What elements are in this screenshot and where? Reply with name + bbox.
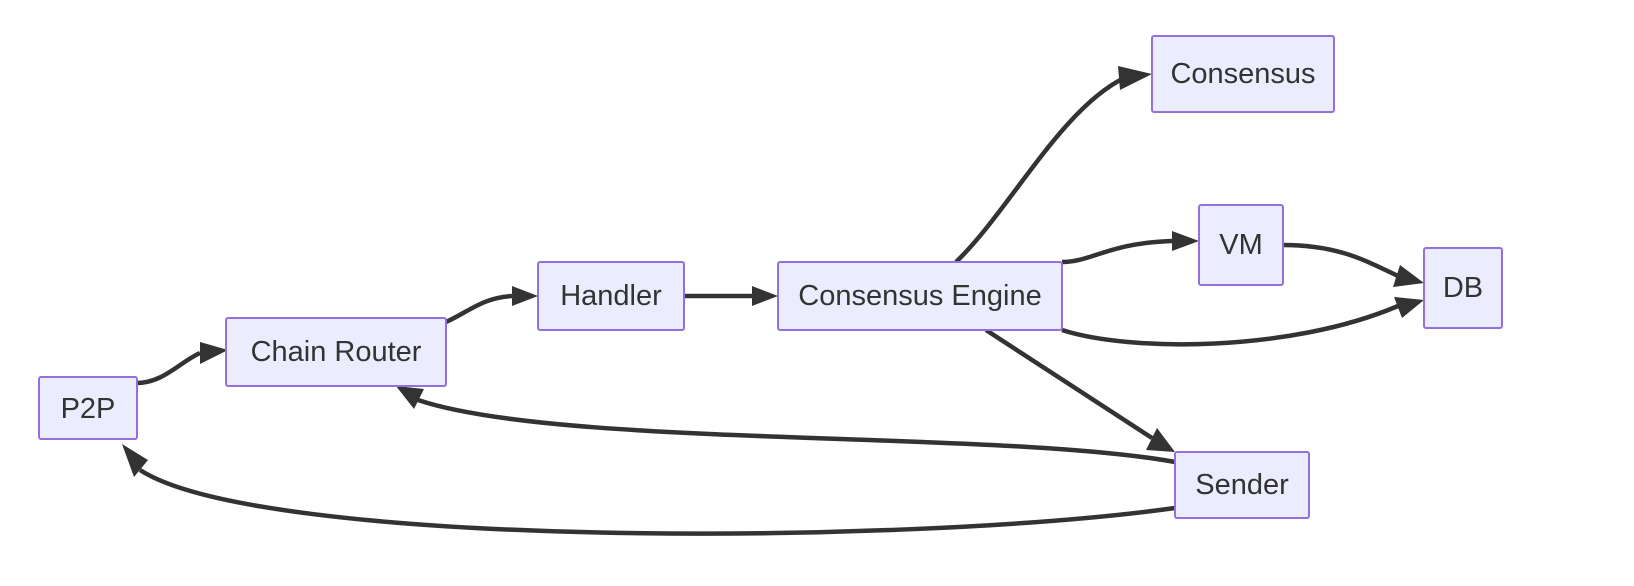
node-handler-label: Handler [560,280,662,312]
arrow-head-icon [122,444,148,477]
node-p2p-box[interactable] [38,376,138,440]
edge-consensus-engine-to-sender [984,328,1175,452]
arrow-head-icon [1146,428,1175,452]
edge-consensus-engine-to-db [1061,297,1424,347]
arrow-head-icon [1172,231,1199,251]
node-consensus-engine-box[interactable] [777,261,1063,331]
node-chain-router-box[interactable] [225,317,447,387]
node-chain-router[interactable]: Chain Router [225,317,447,387]
node-db-box[interactable] [1423,247,1503,329]
arrow-head-icon [1118,66,1152,90]
arrow-head-icon [396,386,424,409]
node-vm-box[interactable] [1198,204,1284,286]
edge-layer [122,66,1424,536]
node-consensus-label: Consensus [1170,58,1315,90]
edge-sender-to-chain-router [396,386,1176,465]
node-sender[interactable]: Sender [1174,451,1310,519]
edge-handler-to-consensus-engine [684,286,778,306]
node-p2p[interactable]: P2P [38,376,138,440]
edge-chain-router-to-handler [445,286,538,325]
node-p2p-label: P2P [61,393,116,425]
edge-p2p-to-chain-router [136,342,228,386]
node-handler[interactable]: Handler [537,261,685,331]
node-sender-label: Sender [1195,469,1289,501]
node-vm-label: VM [1219,229,1263,261]
node-consensus-box[interactable] [1151,35,1335,113]
node-sender-box[interactable] [1174,451,1310,519]
node-layer: P2P Chain Router Handler Consensus Engin… [38,35,1503,519]
node-vm[interactable]: VM [1198,204,1284,286]
node-chain-router-label: Chain Router [251,336,422,368]
edge-consensus-engine-to-vm [1061,231,1199,265]
arrow-head-icon [200,342,228,364]
node-consensus-engine-label: Consensus Engine [798,280,1041,312]
edge-consensus-engine-to-consensus [954,66,1152,264]
edge-vm-to-db [1282,242,1424,287]
arrow-head-icon [512,286,538,306]
node-consensus[interactable]: Consensus [1151,35,1335,113]
arrow-head-icon [752,286,778,306]
node-db[interactable]: DB [1423,247,1503,329]
arrow-head-icon [1393,265,1424,287]
edge-sender-to-p2p [122,444,1176,536]
node-db-label: DB [1443,272,1483,304]
node-handler-box[interactable] [537,261,685,331]
node-consensus-engine[interactable]: Consensus Engine [777,261,1063,331]
arrow-head-icon [1394,297,1424,318]
